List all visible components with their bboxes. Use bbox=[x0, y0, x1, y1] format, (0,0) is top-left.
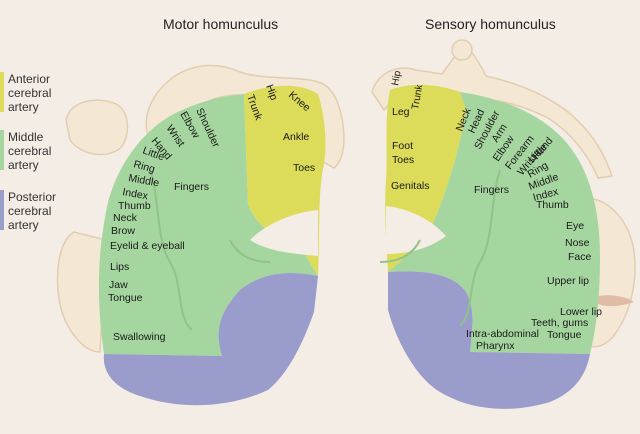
motor-label-ring: Ring bbox=[132, 158, 156, 175]
motor-hand-outline bbox=[65, 99, 129, 156]
motor-posterior-artery-region bbox=[103, 272, 318, 406]
sensory-label-genitals: Genitals bbox=[391, 180, 430, 192]
sensory-label-foot: Foot bbox=[392, 140, 413, 152]
motor-label-thumb: Thumb bbox=[118, 200, 151, 212]
sensory-label-toes: Toes bbox=[392, 154, 414, 166]
sensory-label-intra-abdominal: Intra-abdominal bbox=[466, 328, 539, 340]
sensory-mouth bbox=[598, 295, 634, 307]
motor-label-index: Index bbox=[121, 186, 149, 202]
sensory-label-hip: Hip bbox=[390, 69, 404, 86]
motor-label-hip: Hip bbox=[263, 83, 280, 102]
motor-sulcus-line bbox=[149, 169, 193, 331]
motor-label-eyelid-eyeball: Eyelid & eyeball bbox=[110, 240, 185, 252]
sensory-figure-head bbox=[451, 39, 473, 61]
sensory-notch bbox=[386, 206, 446, 254]
sensory-label-leg: Leg bbox=[392, 106, 410, 118]
motor-label-ankle: Ankle bbox=[283, 131, 309, 143]
sensory-sulcus-line-2 bbox=[379, 239, 421, 263]
motor-label-lips: Lips bbox=[110, 261, 129, 273]
sensory-face-outline bbox=[587, 197, 636, 348]
motor-label-toes: Toes bbox=[293, 162, 315, 174]
motor-label-brow: Brow bbox=[111, 225, 135, 237]
sensory-hemisphere bbox=[371, 39, 636, 409]
sensory-label-nose: Nose bbox=[565, 237, 590, 249]
legend-swatch-anterior bbox=[0, 72, 4, 112]
motor-face-outline bbox=[56, 231, 107, 353]
sensory-label-pharynx: Pharynx bbox=[476, 340, 515, 352]
motor-label-tongue: Tongue bbox=[108, 292, 143, 304]
sensory-labels: Hip Trunk Leg Foot Toes Genitals Neck He… bbox=[390, 69, 602, 352]
sensory-label-thumb: Thumb bbox=[536, 199, 569, 211]
sensory-middle-artery-region bbox=[388, 92, 600, 354]
sensory-posterior-artery-region bbox=[388, 271, 590, 409]
motor-label-fingers: Fingers bbox=[174, 181, 209, 193]
sensory-label-face: Face bbox=[568, 251, 592, 263]
motor-label-middle: Middle bbox=[127, 172, 160, 189]
sensory-label-fingers: Fingers bbox=[474, 184, 509, 196]
motor-homunculus-title: Motor homunculus bbox=[163, 16, 279, 32]
sensory-label-eye: Eye bbox=[566, 220, 584, 232]
motor-notch bbox=[250, 210, 318, 256]
motor-label-neck: Neck bbox=[113, 212, 138, 224]
sensory-label-teeth-gums: Teeth, gums bbox=[531, 317, 588, 329]
motor-middle-artery-region bbox=[98, 94, 319, 356]
motor-sulcus-line-2 bbox=[229, 239, 271, 263]
legend-swatch-middle bbox=[0, 130, 4, 170]
sensory-sulcus-line bbox=[459, 169, 501, 327]
legend-swatch-posterior bbox=[0, 190, 4, 230]
motor-label-jaw: Jaw bbox=[109, 279, 128, 291]
sensory-label-trunk: Trunk bbox=[410, 83, 425, 111]
motor-label-swallowing: Swallowing bbox=[113, 331, 166, 343]
sensory-label-tongue: Tongue bbox=[547, 329, 582, 341]
sensory-label-upper-lip: Upper lip bbox=[547, 275, 589, 287]
motor-hemisphere bbox=[56, 64, 345, 406]
sensory-label-lower-lip: Lower lip bbox=[560, 306, 602, 318]
sensory-homunculus-title: Sensory homunculus bbox=[425, 16, 556, 32]
